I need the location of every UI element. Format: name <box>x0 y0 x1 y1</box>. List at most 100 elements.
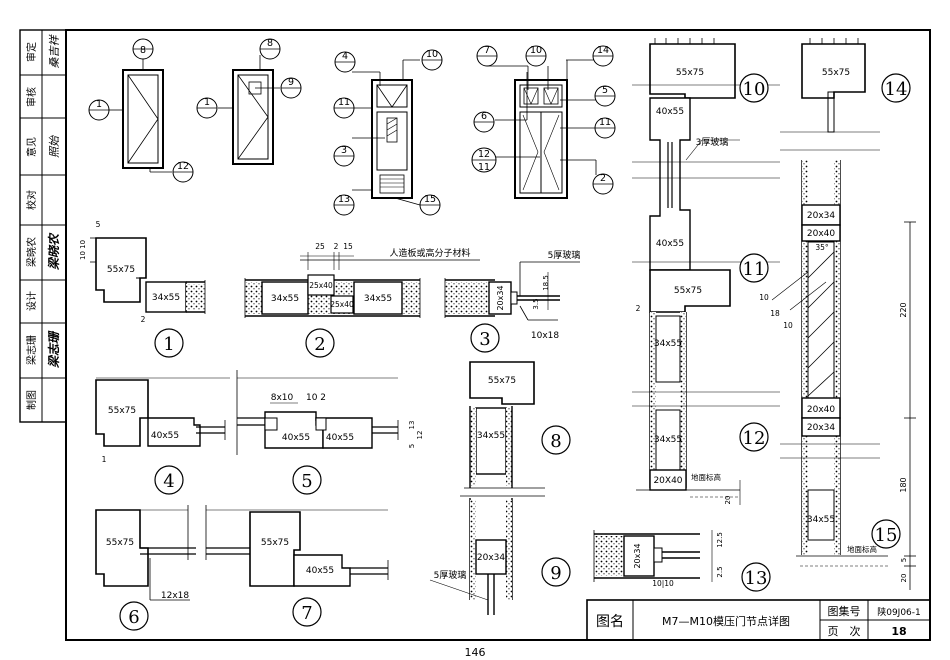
detail-6 <box>95 505 196 601</box>
marker-11a: 11 <box>338 97 350 108</box>
label-1010: 10|10 <box>652 579 674 588</box>
label-stile-11: 40x55 <box>656 239 684 249</box>
dim-10-14: 10 <box>759 293 769 302</box>
dim-1-4: 1 <box>102 455 107 464</box>
dim-180: 180 <box>899 477 908 492</box>
label-bead-2b: 25x40 <box>330 300 354 309</box>
page-value: 18 <box>891 625 906 638</box>
detail-number-11: 11 <box>743 259 766 280</box>
detail-number-12: 12 <box>743 428 766 449</box>
label-glass-frame-13: 20x34 <box>633 543 642 568</box>
dim-25-2: 25 <box>315 242 325 251</box>
dim-13-5: 13 <box>408 421 416 430</box>
marker-3a: 3 <box>341 145 347 156</box>
dim-10b-14: 10 <box>783 321 793 330</box>
page-label: 页 次 <box>828 624 861 638</box>
dim-18-14: 18 <box>770 309 780 318</box>
title-block <box>586 599 931 641</box>
label-glass-frame-3: 20x34 <box>496 285 505 310</box>
detail-number-10: 10 <box>743 79 766 100</box>
marker-7a: 7 <box>484 45 490 56</box>
label-board: 人造板或高分子材料 <box>389 247 470 259</box>
dim-20-15: 20 <box>900 574 908 583</box>
detail-number-6: 6 <box>128 607 139 628</box>
section-labels: 55x75 34x55 34x55 25x40 25x40 34x55 人造板或… <box>106 68 878 601</box>
dim-2-11: 2 <box>636 304 641 313</box>
detail-number-15: 15 <box>875 525 898 546</box>
dim-125-13: 12.5 <box>716 532 724 548</box>
atlas-label: 图集号 <box>828 604 861 618</box>
label-glass3: 3厚玻璃 <box>696 136 729 148</box>
detail-4 <box>95 377 230 447</box>
label-8x10: 8x10 <box>271 393 294 403</box>
sidebar-role-2: 意见 <box>25 137 38 157</box>
detail-10-11-12 <box>632 38 780 505</box>
label-panel-11: 55x75 <box>674 286 702 296</box>
callout-markers <box>88 38 911 631</box>
label-floor-12: 地面标高 <box>691 472 721 482</box>
detail-number-3: 3 <box>479 329 490 350</box>
door-elevation-1 <box>108 55 172 173</box>
signature-sidebar: 审定 桑吉祥 审核 意见 照始 校对 梁晓农 梁晓农 设计 梁志珊 梁志珊 制图 <box>19 29 67 423</box>
top-leader-lines <box>352 59 597 206</box>
door-elevation-2 <box>218 55 280 165</box>
label-bead-2a: 25x40 <box>309 281 333 290</box>
label-frame-12a: 34x55 <box>654 339 682 349</box>
label-panel-6: 55x75 <box>106 538 134 548</box>
sidebar-signature-2: 照始 <box>48 135 61 158</box>
label-strip-14b: 20x40 <box>807 405 836 415</box>
label-panel-8: 55x75 <box>488 376 516 386</box>
marker-4a: 4 <box>342 51 348 62</box>
marker-9a: 9 <box>288 77 294 88</box>
dim-185-3: 18.5 <box>542 275 550 291</box>
label-frame-2b: 34x55 <box>364 294 392 304</box>
label-35deg: 35° <box>815 243 829 252</box>
marker-11c: 11 <box>478 162 490 173</box>
marker-2a: 2 <box>600 173 606 184</box>
label-frame-2a: 34x55 <box>271 294 299 304</box>
sidebar-signature-4: 梁晓农 <box>47 232 61 271</box>
detail-number-8: 8 <box>550 431 561 452</box>
sidebar-role-7: 制图 <box>25 390 38 410</box>
label-glass5-3: 5厚玻璃 <box>548 249 581 261</box>
label-glass5-9: 5厚玻璃 <box>434 569 467 581</box>
sidebar-role-6: 梁志珊 <box>25 335 38 365</box>
dim-5-1: 5 <box>96 220 101 229</box>
dim-5-5: 5 <box>408 444 416 448</box>
marker-13a: 13 <box>338 194 350 205</box>
detail-14-15 <box>771 38 916 590</box>
detail-7 <box>205 505 389 587</box>
label-floor-15: 地面标高 <box>847 544 877 554</box>
detail-number-7: 7 <box>301 603 312 624</box>
label-10x18-3: 10x18 <box>531 331 560 341</box>
detail-3 <box>444 261 580 321</box>
drawing-title: M7—M10模压门节点详图 <box>662 614 790 628</box>
label-frame-12b: 34x55 <box>654 435 682 445</box>
marker-12b: 12 <box>478 149 490 160</box>
detail-number-5: 5 <box>301 471 312 492</box>
label-stile-5a: 40x55 <box>282 433 310 443</box>
marker-6a: 6 <box>481 111 487 122</box>
label-glass-frame-9: 20x34 <box>477 553 506 563</box>
label-frame-15: 34x55 <box>807 515 835 525</box>
detail-number-2: 2 <box>314 334 325 355</box>
marker-1b: 1 <box>204 97 210 108</box>
marker-8b: 8 <box>267 38 273 49</box>
label-12x18: 12x18 <box>161 591 190 601</box>
marker-12a: 12 <box>177 161 189 172</box>
door-elevation-3 <box>352 59 420 199</box>
dim-1010-1: 10 10 <box>79 240 87 260</box>
sidebar-signature-6: 梁志珊 <box>47 330 61 369</box>
detail-number-14: 14 <box>885 79 908 100</box>
door-elevation-4 <box>514 79 568 199</box>
sidebar-role-0: 审定 <box>25 42 38 62</box>
label-glass-frame-14a: 20x34 <box>807 211 836 221</box>
detail-13 <box>593 530 713 582</box>
detail-number-13: 13 <box>745 568 768 589</box>
dimension-numbers: 5 10 10 2 25 2 15 18.5 3.5 13 12 5 1 12.… <box>79 220 908 582</box>
marker-10b: 10 <box>530 45 542 56</box>
dim-15-2: 15 <box>343 242 353 251</box>
label-stile-4: 40x55 <box>151 431 179 441</box>
label-panel-10: 55x75 <box>676 68 704 78</box>
